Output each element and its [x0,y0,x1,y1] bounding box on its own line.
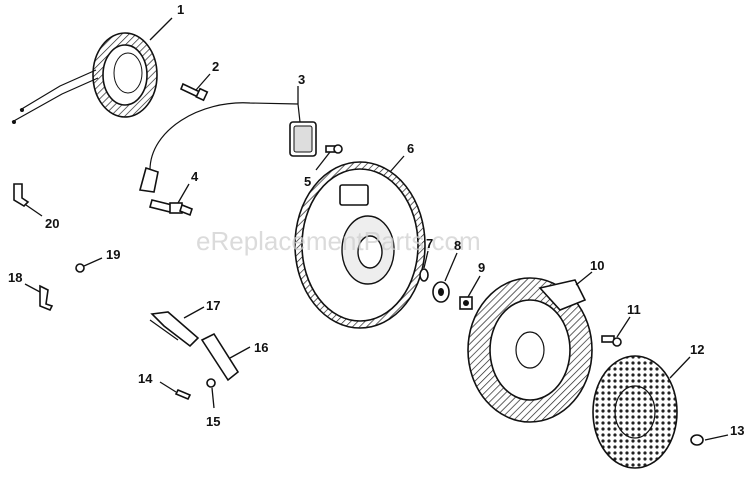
callout-16: 16 [254,340,268,355]
callout-4: 4 [191,169,199,184]
callout-8: 8 [454,238,461,253]
washer-part [432,281,450,303]
callout-11: 11 [627,302,641,317]
ignition-module-part [138,102,317,193]
flywheel-part [294,161,426,329]
callout-19: 19 [106,247,120,262]
callout-labels: 1 2 3 4 5 6 7 8 9 10 11 12 13 14 15 16 1… [8,2,744,438]
grass-screen-part [592,355,678,469]
blower-fan-part [467,277,593,423]
small-bracket-part [39,284,54,312]
callout-12: 12 [690,342,704,357]
fan-screw-part [601,335,622,347]
callout-2: 2 [212,59,219,74]
small-nut-part [206,378,216,388]
watermark-text: eReplacementParts.com [196,226,481,256]
leader-lines [24,17,729,441]
callout-5: 5 [304,174,311,189]
small-screw-part [174,388,192,401]
callout-7: 7 [426,236,433,251]
hex-nut-part [75,263,85,273]
bracket-part [200,332,240,382]
callout-20: 20 [45,216,59,231]
callout-18: 18 [8,270,22,285]
callout-14: 14 [138,371,153,386]
screen-fastener-part [690,434,704,446]
nut-part [459,296,473,310]
callout-6: 6 [407,141,414,156]
screw-part [325,144,343,154]
bolt-part [179,82,209,102]
callout-1: 1 [177,2,184,17]
callout-15: 15 [206,414,220,429]
terminal-clip-part [13,183,30,208]
callout-9: 9 [478,260,485,275]
spark-plug-part [149,199,193,217]
callout-17: 17 [206,298,220,313]
callout-10: 10 [590,258,604,273]
callout-13: 13 [730,423,744,438]
switch-clip-part [149,311,200,348]
callout-3: 3 [298,72,305,87]
key-part [419,268,429,282]
stator-part [11,32,158,124]
